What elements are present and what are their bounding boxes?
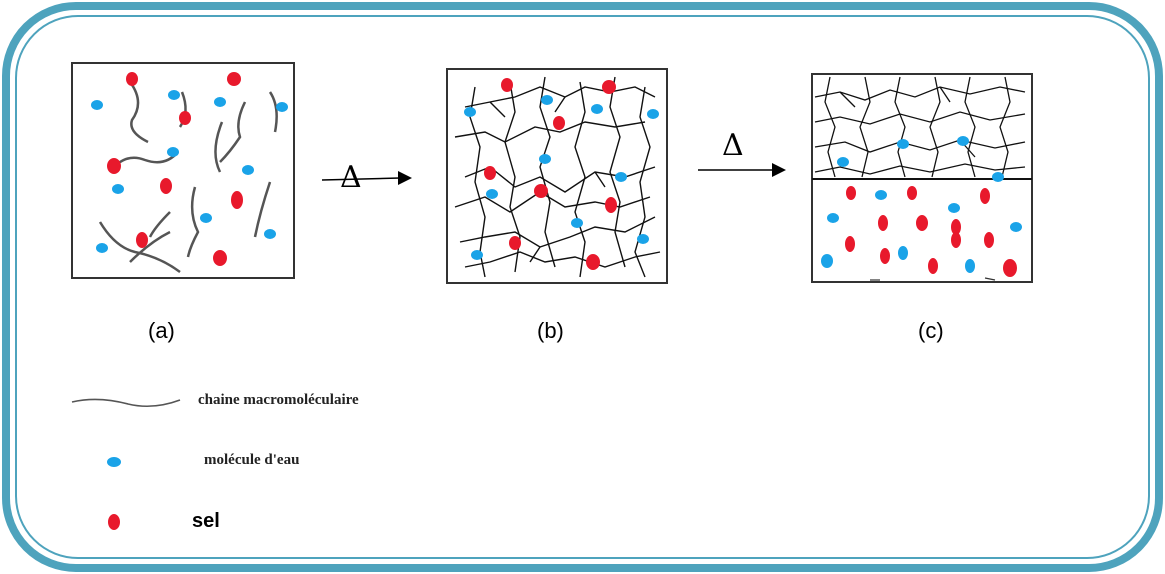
collapsed-network bbox=[814, 76, 1026, 178]
water-particles bbox=[91, 90, 288, 253]
legend-chain-symbol bbox=[71, 398, 181, 408]
salt-in-solution bbox=[845, 186, 1017, 277]
macromolecular-chains bbox=[98, 81, 278, 274]
caption-a: (a) bbox=[148, 318, 175, 343]
legend-water-label: molécule d'eau bbox=[204, 452, 300, 468]
salt-particles bbox=[107, 72, 243, 266]
caption-c: (c) bbox=[918, 318, 944, 343]
arrow-1 bbox=[321, 171, 412, 185]
panel-a-diagram bbox=[71, 62, 295, 279]
caption-b: (b) bbox=[537, 318, 564, 343]
water-in-solution bbox=[821, 190, 1022, 273]
legend-chain-label: chaine macromoléculaire bbox=[198, 392, 359, 408]
heat-label-2: Δ bbox=[722, 128, 744, 163]
legend-water-symbol bbox=[107, 457, 121, 467]
legend-salt-symbol bbox=[108, 514, 120, 530]
panel-b bbox=[445, 67, 671, 287]
legend-salt-label: sel bbox=[192, 510, 220, 532]
heat-label-1: Δ bbox=[340, 160, 362, 195]
bottom-marks bbox=[870, 277, 996, 281]
water-particles bbox=[464, 95, 659, 260]
salt-particles bbox=[484, 78, 617, 270]
water-in-gel bbox=[837, 136, 1004, 182]
panel-b-diagram bbox=[446, 68, 668, 284]
panel-c bbox=[810, 72, 1036, 288]
arrow-2 bbox=[698, 163, 786, 177]
panel-a bbox=[70, 62, 296, 280]
panel-c-diagram bbox=[811, 73, 1033, 283]
